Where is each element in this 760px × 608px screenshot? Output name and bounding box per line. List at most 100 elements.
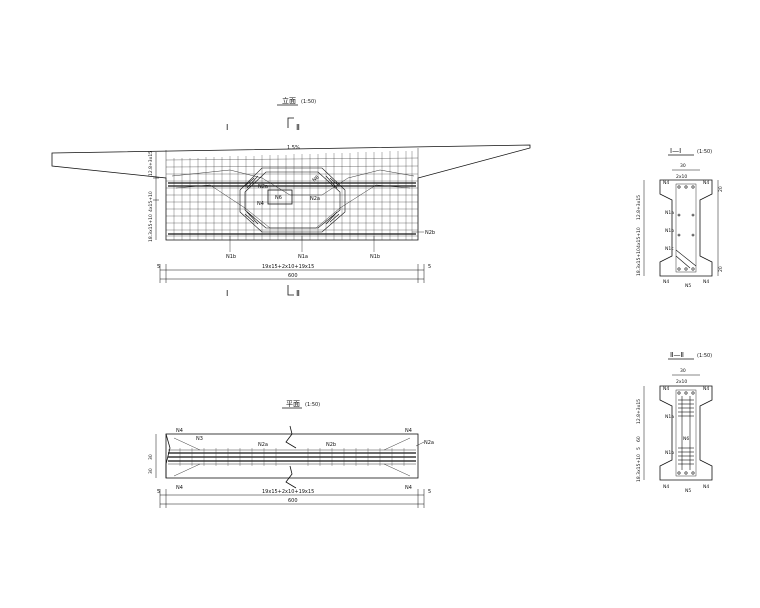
section-2-label-n4-bl: N4 (663, 484, 669, 490)
section-2-top-spacing: 2x10 (676, 379, 687, 385)
label-n1a: N1a (298, 254, 308, 260)
elevation-view: 立面 (1:50) Ⅰ Ⅱ 1.5% (51, 96, 531, 298)
plan-dim-edge-left: 5 (157, 489, 160, 495)
break-symbol-top (285, 425, 297, 449)
section-2-label-n4-tl: N4 (663, 386, 669, 392)
plan-dim-spacing: 19x15+2x10+19x15 (262, 489, 314, 495)
section-2-top-dim: 30 (680, 368, 686, 374)
section-1-label-n1a: N1a (665, 210, 674, 216)
stirrup-grid-vertical (173, 151, 413, 240)
section-1-label-n1b: N1b (665, 228, 674, 234)
plan-label-n4-bl: N4 (176, 485, 183, 491)
dim-total: 600 (288, 273, 298, 279)
plan-dim-total: 600 (288, 498, 298, 504)
section-1-stirrup (675, 183, 697, 273)
section-1-outline (659, 179, 713, 277)
dim-spacing: 19x15+2x10+19x15 (262, 264, 314, 270)
plan-label-n4-tl: N4 (176, 428, 183, 434)
label-n4-left: N4 (257, 201, 264, 207)
section-mark-ii-bottom: Ⅱ (296, 289, 300, 298)
section-1-right-dim-1: 20 (718, 186, 724, 192)
section-1-bars (675, 185, 697, 271)
plan-outline (165, 433, 419, 479)
n6-box (267, 189, 293, 205)
plan-label-n2b: N2b (326, 442, 336, 448)
label-n6-right: N6 (311, 174, 320, 183)
section-2-bars (677, 391, 695, 475)
section-1-scale: (1:50) (697, 149, 712, 155)
section-mark-i-top: Ⅰ (226, 123, 228, 132)
label-n2b: N2b (425, 230, 435, 236)
section-1-label-n4-br: N4 (703, 279, 709, 285)
section-2-label-n4-tr: N4 (703, 386, 709, 392)
plan-scale: (1:50) (305, 402, 320, 408)
section-1-label-n4-tr: N4 (703, 180, 709, 186)
plan-label-n4-br: N4 (405, 485, 412, 491)
section-2-left-dim-1: 12.8+3x15 (636, 399, 642, 424)
section-1-left-dim-2: 4x15+10 (636, 227, 642, 248)
section-2-left-dim-2: 60 (636, 436, 642, 442)
section-2-scale: (1:50) (697, 353, 712, 359)
section-2-outline (659, 385, 713, 481)
plan-label-n3: N3 (196, 436, 203, 442)
dim-edge-right: 5 (428, 264, 431, 270)
plan-title: 平面 (286, 400, 300, 408)
section-mark-ii-top: Ⅱ (296, 123, 300, 132)
section-1-label-n5: N5 (685, 283, 691, 289)
section-2-label-n5: N5 (685, 488, 691, 494)
elevation-title: 立面 (282, 96, 296, 105)
label-n2a-left: N2a (258, 184, 268, 190)
left-dim-2: 4x15+10 (148, 191, 154, 212)
plan-left-dim-1: 30 (148, 454, 154, 460)
dim-edge-left: 5 (157, 264, 160, 270)
leader-n2a-end (415, 441, 425, 447)
octagon-reinforcement (239, 167, 346, 233)
label-n2a-right: N2a (310, 196, 320, 202)
section-2-label-n1a: N1a (665, 414, 674, 420)
label-n1b-right: N1b (370, 254, 380, 260)
section-1-top-dim: 30 (680, 163, 686, 169)
plan-diag-tl (173, 437, 201, 451)
cap-beam-outline (51, 144, 531, 241)
bent-bar-n2a (171, 169, 415, 196)
plan-label-n2a-end: N2a (424, 440, 434, 446)
section-1-left-dim-1: 12.8+3x15 (636, 195, 642, 220)
plan-view: 平面 (1:50) N4 N3 N2a N2b N4 (148, 400, 434, 508)
plan-diag-bl (173, 463, 201, 477)
label-n6: N6 (275, 195, 282, 201)
bent-bar-n2b (175, 184, 411, 229)
section-2-label-n1b: N1b (665, 450, 674, 456)
stirrup-grid-horizontal (165, 157, 419, 237)
elevation-scale: (1:50) (301, 99, 316, 105)
plan-stirrups (179, 448, 405, 466)
plan-left-dim-2: 30 (148, 468, 154, 474)
plan-diag-br (383, 463, 411, 477)
section-1-label-n4-bl: N4 (663, 279, 669, 285)
section-mark-i-bottom: Ⅰ (226, 289, 228, 298)
section-1-title: Ⅰ—Ⅰ (670, 147, 681, 155)
plan-dim-edge-right: 5 (428, 489, 431, 495)
plan-diag-tr (383, 437, 411, 451)
break-symbol-bottom (285, 465, 297, 489)
label-n1b-left: N1b (226, 254, 236, 260)
section-1-top-spacing: 2x10 (676, 174, 687, 180)
section-2-label-n4-br: N4 (703, 484, 709, 490)
left-dim-3: 18.3x15+10 (148, 214, 154, 242)
section-2-left-dim-3: 5 (636, 447, 642, 450)
plan-left-end (165, 433, 171, 478)
section-2-title: Ⅱ—Ⅱ (670, 351, 684, 359)
section-mark-ii-top-bracket (287, 117, 294, 128)
section-2-label-n6: N6 (683, 436, 689, 442)
section-1-label-n1c: N1c (665, 246, 674, 252)
section-1-view: Ⅰ—Ⅰ (1:50) 30 2x10 N4 N4 N1a N1b N1c N4 … (636, 147, 724, 289)
section-1-label-n4-tl: N4 (663, 180, 669, 186)
plan-label-n4-tr: N4 (405, 428, 412, 434)
section-2-view: Ⅱ—Ⅱ (1:50) 30 2x10 N4 N4 N1a N1b N6 N4 N… (636, 351, 713, 494)
section-1-right-dim-2: 20 (718, 266, 724, 272)
section-2-left-dim-4: 18.3x15+10 (636, 454, 642, 482)
left-dim-1: 12.8+3x15 (148, 151, 154, 176)
section-1-left-dim-3: 18.3x15+10 (636, 248, 642, 276)
plan-label-n2a: N2a (258, 442, 268, 448)
section-mark-ii-bottom-bracket (287, 285, 294, 296)
